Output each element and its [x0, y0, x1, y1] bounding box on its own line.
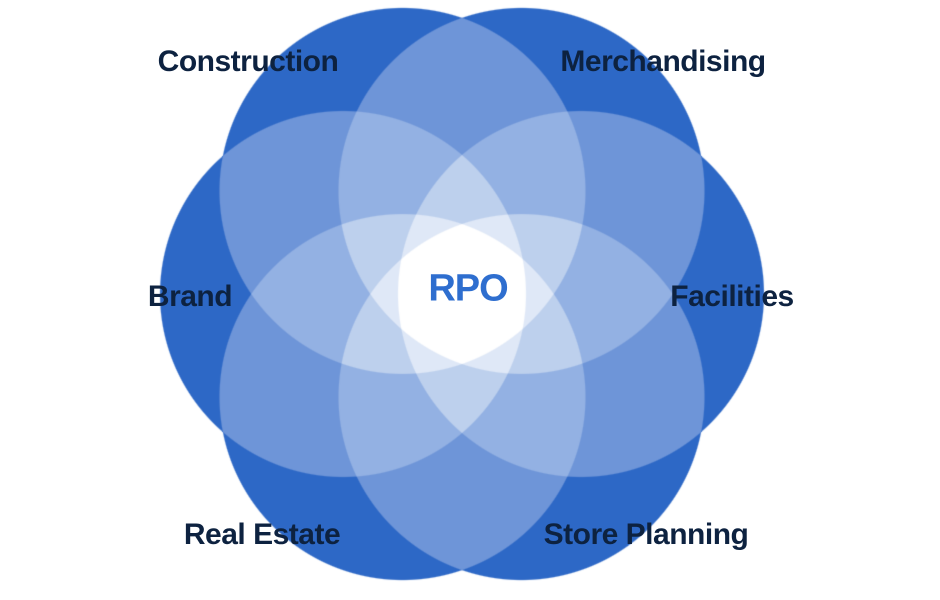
category-label-real-estate: Real Estate — [183, 518, 341, 551]
category-label-facilities: Facilities — [670, 280, 794, 313]
category-label-merchandising: Merchandising — [560, 45, 766, 78]
category-label-brand: Brand — [147, 280, 233, 313]
center-label-rpo: RPO — [428, 267, 508, 310]
category-label-store-planning: Store Planning — [543, 518, 749, 551]
category-label-construction: Construction — [157, 45, 339, 78]
